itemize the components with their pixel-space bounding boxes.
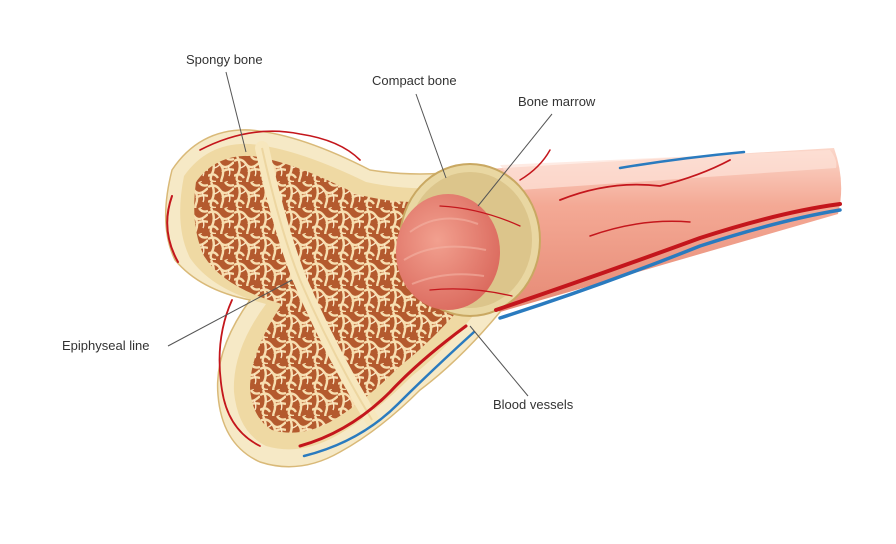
leader-compact-bone [415, 93, 447, 179]
blood-vessels-group [166, 130, 842, 458]
leader-bone-marrow [477, 113, 553, 207]
label-epiphyseal-line: Epiphyseal line [62, 338, 150, 353]
leader-spongy-bone [225, 71, 247, 153]
leader-blood-vessels [469, 325, 529, 397]
label-compact-bone: Compact bone [372, 73, 457, 88]
label-spongy-bone: Spongy bone [186, 52, 263, 67]
label-bone-marrow: Bone marrow [518, 94, 596, 109]
bone-marrow-core [396, 194, 500, 310]
bone-shaft [470, 148, 842, 312]
label-blood-vessels: Blood vessels [493, 397, 574, 412]
leader-lines [167, 71, 553, 397]
leader-epiphyseal-line [167, 279, 293, 347]
